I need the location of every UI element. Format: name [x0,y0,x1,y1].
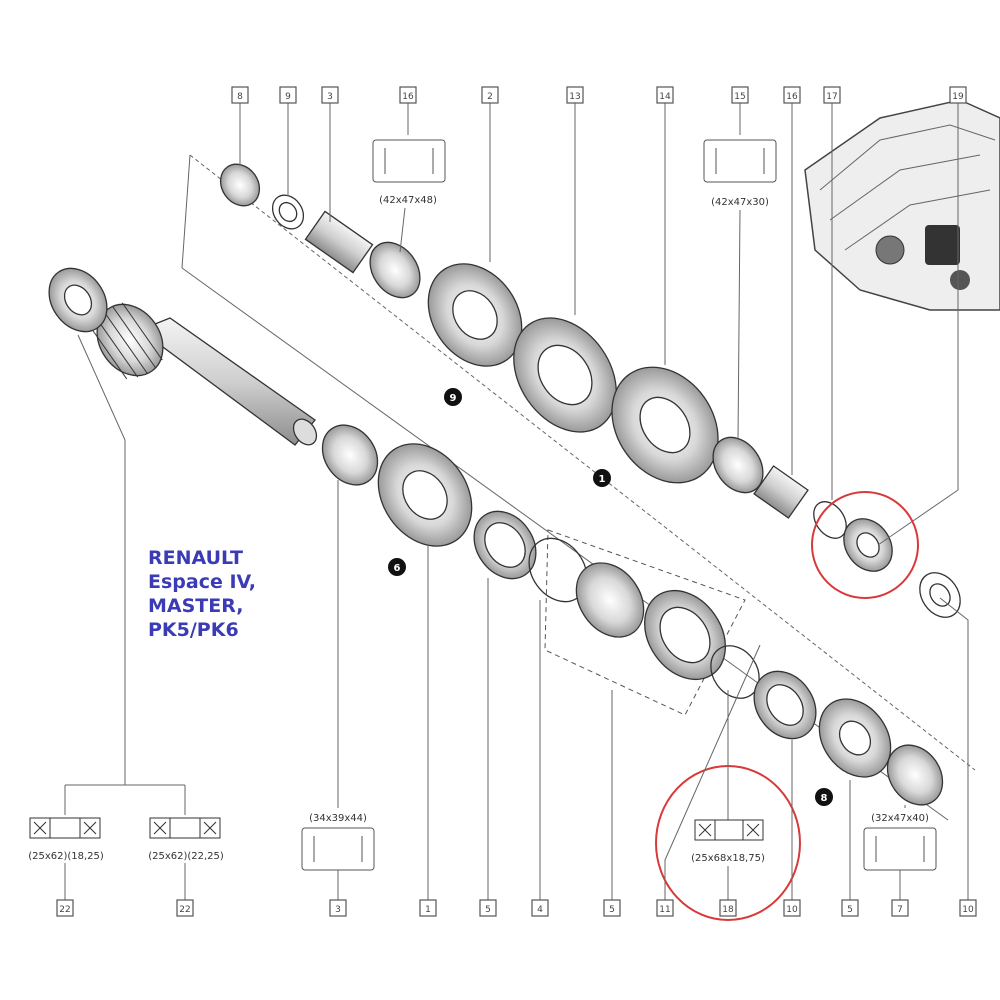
callout-box [481,86,499,104]
callout-box [719,899,737,917]
callout-label: 13 [569,92,580,102]
callout-label: 22 [179,905,190,915]
callout-box [176,899,194,917]
callout-box [949,86,967,104]
gear-marker-text: 8 [821,793,828,804]
callout-box [566,86,584,104]
callout-box [823,86,841,104]
gear-marker-9 [444,388,462,406]
title-line: MASTER, [148,595,244,617]
bearing-icon-c [694,819,764,841]
callout-box [231,86,249,104]
callout-box [399,86,417,104]
gear-marker-text: 6 [394,563,401,574]
callout-label: 19 [952,92,964,102]
upper-row-parts [219,163,961,618]
callout-box [783,86,801,104]
callout-box [959,899,977,917]
callout-label: 11 [659,905,670,915]
callout-label: 10 [962,905,974,915]
callout-box [531,899,549,917]
callout-box [279,86,297,104]
callout-label: 4 [537,905,543,915]
callout-box [56,899,74,917]
dimension-label: (42x47x30) [711,197,769,208]
callout-label: 3 [335,905,341,915]
vehicle-title: RENAULT Espace IV, MASTER, PK5/PK6 [148,546,256,642]
callout-box [731,86,749,104]
callout-label: 9 [285,92,291,102]
callout-box [841,899,859,917]
callout-label: 17 [826,92,837,102]
title-line: Espace IV, [148,571,257,593]
bottom-callouts: (25x62)(18,25) 22 (25x62)(22,25) 22 (34x… [28,334,977,917]
gear-marker-text: 9 [450,393,457,404]
callout-box [321,86,339,104]
bearing-icon-b [149,817,221,839]
callout-box [656,899,674,917]
callout-box [329,899,347,917]
title-line: RENAULT [148,547,243,569]
dimension-label: (34x39x44) [309,813,367,824]
callout-label: 5 [609,905,615,915]
callout-box [656,86,674,104]
dimension-label: (25x62)(18,25) [28,851,104,862]
callout-label: 15 [734,92,745,102]
callout-box [891,899,909,917]
callout-label: 22 [59,905,70,915]
top-callouts: 8 9 3 16 (42x47x48) 2 13 14 [231,86,967,546]
dimension-label: (25x62)(22,25) [148,851,224,862]
bearing-icon-a [29,817,101,839]
callout-label: 7 [897,905,903,915]
callout-box [783,899,801,917]
title-line: PK5/PK6 [148,619,239,641]
gear-marker-1 [593,469,611,487]
callout-label: 5 [847,905,853,915]
dimension-label: (32x47x40) [871,813,929,824]
callout-label: 8 [237,92,243,102]
callout-label: 2 [487,92,493,102]
callout-label: 16 [786,92,798,102]
callout-label: 1 [425,905,431,915]
callout-label: 3 [327,92,333,102]
callout-box [419,899,437,917]
dimension-label: (25x68x18,75) [691,853,765,864]
callout-box [479,899,497,917]
callout-label: 16 [402,92,414,102]
callout-label: 10 [786,905,798,915]
callout-box [603,899,621,917]
callout-label: 14 [659,92,671,102]
dimension-label: (42x47x48) [379,195,437,206]
gear-marker-8 [815,788,833,806]
callout-label: 5 [485,905,491,915]
gear-marker-text: 1 [599,474,606,485]
callout-label: 18 [722,905,734,915]
lower-row-parts [321,424,944,806]
gearbox-housing [804,99,1000,311]
gear-marker-6 [388,558,406,576]
main-shaft [91,302,318,446]
gear-markers: 9 1 6 8 [388,388,833,806]
left-bearing [48,267,108,333]
